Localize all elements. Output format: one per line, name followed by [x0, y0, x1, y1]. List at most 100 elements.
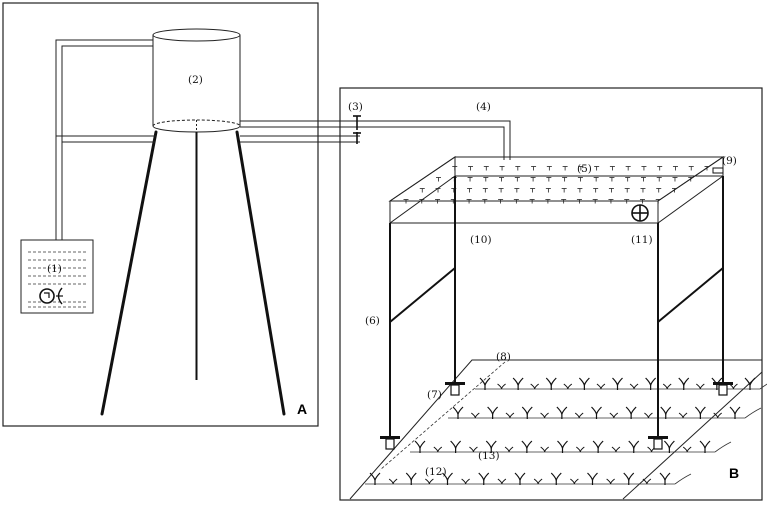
- label-2: (2): [188, 74, 203, 86]
- plant-icon: [540, 412, 549, 419]
- nozzle-icon: [530, 188, 536, 193]
- plant-icon: [557, 440, 568, 453]
- plant-icon: [414, 440, 426, 453]
- nozzle-icon: [483, 166, 489, 171]
- plant-icon: [497, 478, 507, 485]
- nozzle-icon: [624, 199, 630, 204]
- plant-icon: [556, 406, 568, 419]
- plant-icon: [729, 383, 738, 390]
- plant-icon: [485, 440, 497, 453]
- plant-icon: [521, 406, 533, 419]
- support-frame: [389, 176, 724, 440]
- plant-icon: [696, 383, 705, 390]
- post-bases: [380, 382, 733, 450]
- plant-icon: [645, 377, 657, 390]
- label-7: (7): [427, 389, 442, 401]
- nozzle-icon: [468, 166, 474, 171]
- plant-icon: [487, 406, 499, 419]
- plant-icon: [606, 478, 615, 485]
- nozzle-icon: [593, 188, 599, 193]
- panel-b-frame: [339, 87, 763, 501]
- plant-icon: [612, 377, 623, 390]
- panel-b: (3) (4) (5) (6) (7) (8) (9) (10) (11) (1…: [339, 87, 767, 501]
- plant-icon: [609, 412, 619, 419]
- nozzle-icon: [419, 199, 425, 204]
- plant-icon: [628, 440, 640, 453]
- nozzle-icon: [515, 166, 521, 171]
- label-13: (13): [478, 450, 500, 462]
- nozzle-icon: [514, 177, 520, 182]
- nozzle-icon: [498, 188, 504, 193]
- plant-icon: [497, 383, 506, 390]
- plant-icon: [592, 440, 604, 453]
- nozzle-icon: [562, 177, 568, 182]
- plant-icon: [512, 377, 524, 390]
- plant-icon: [663, 440, 675, 453]
- plant-icon: [533, 478, 543, 485]
- label-4: (4): [476, 101, 491, 113]
- nozzle-icon: [577, 188, 583, 193]
- nozzle-icon: [514, 188, 520, 193]
- sensor-icon: [712, 167, 724, 174]
- plant-icon: [678, 412, 688, 419]
- nozzle-icon: [608, 199, 614, 204]
- nozzle-icon: [467, 188, 473, 193]
- nozzle-icon: [403, 199, 409, 204]
- plant-icon: [576, 446, 585, 453]
- post-base-icon: [380, 436, 400, 450]
- nozzle-icon: [672, 166, 678, 171]
- plant-icon: [514, 472, 526, 485]
- plant-icon: [452, 406, 464, 419]
- tower-legs: [100, 130, 286, 416]
- nozzle-icon: [640, 177, 646, 182]
- nozzle-icon: [656, 188, 662, 193]
- plant-icon: [461, 478, 470, 485]
- nozzle-icon: [624, 188, 630, 193]
- plant-icon: [405, 472, 417, 485]
- label-11: (11): [631, 234, 653, 246]
- plant-icon: [425, 478, 434, 485]
- nozzle-icon: [657, 166, 663, 171]
- panel-a-frame: [2, 2, 319, 427]
- plant-icon: [642, 478, 652, 485]
- nozzle-icon: [482, 188, 488, 193]
- nozzle-icon: [466, 199, 472, 204]
- nozzle-icon: [655, 199, 661, 204]
- panel-a-label: A: [297, 401, 307, 417]
- plant-icon: [521, 440, 533, 453]
- plant-icon: [694, 406, 706, 419]
- nozzle-icon: [436, 177, 442, 182]
- nozzle-icon: [688, 177, 694, 182]
- nozzle-icon: [546, 177, 552, 182]
- plant-icon: [550, 472, 562, 485]
- delivery-pipes: [240, 115, 511, 160]
- nozzle-icon: [577, 177, 583, 182]
- nozzle-icon: [561, 199, 567, 204]
- nozzle-icon: [452, 166, 458, 171]
- nozzle-icon: [513, 199, 519, 204]
- nozzle-icon: [419, 188, 425, 193]
- nozzle-icon: [530, 177, 536, 182]
- plant-icon: [578, 377, 590, 390]
- nozzle-icon: [671, 188, 677, 193]
- post-base-icon: [713, 382, 733, 396]
- label-6: (6): [365, 315, 380, 327]
- mist-chamber: [388, 156, 725, 224]
- nozzle-grid: [403, 166, 710, 204]
- label-9: (9): [722, 155, 737, 167]
- plant-icon: [729, 406, 741, 419]
- nozzle-icon: [688, 166, 694, 171]
- plant-icon: [660, 406, 672, 419]
- plant-icon: [469, 446, 478, 453]
- nozzle-icon: [640, 188, 646, 193]
- plant-icon: [644, 412, 653, 419]
- nozzle-icon: [594, 166, 600, 171]
- supply-pipes: [55, 39, 156, 240]
- nozzle-icon: [529, 199, 535, 204]
- nozzle-icon: [467, 177, 473, 182]
- nozzle-icon: [576, 199, 582, 204]
- nozzle-icon: [499, 166, 505, 171]
- nozzle-icon: [593, 177, 599, 182]
- plant-icon: [471, 412, 480, 419]
